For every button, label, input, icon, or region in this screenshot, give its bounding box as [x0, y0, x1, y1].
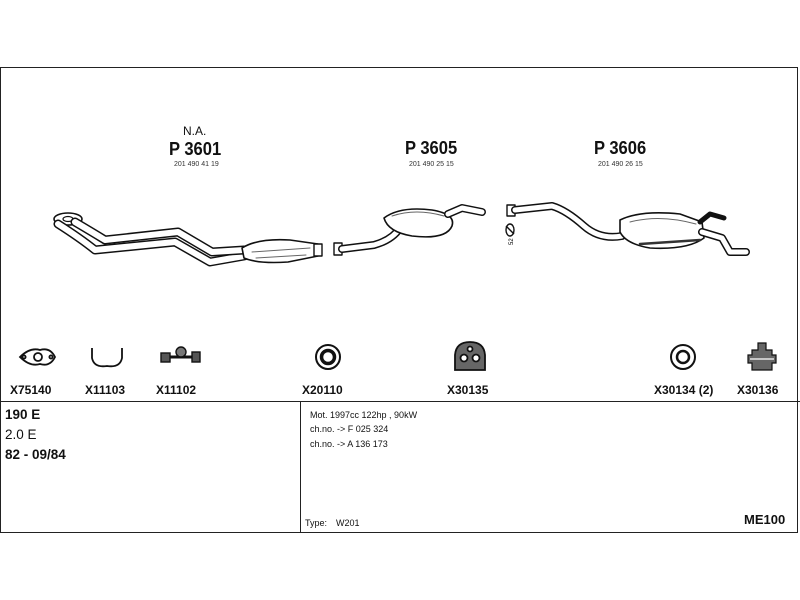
accessory-code-x11103[interactable]: X11103 [85, 383, 126, 397]
chassis-from: ch.no. -> F 025 324 [310, 424, 389, 434]
p3601-name[interactable]: P 3601 [169, 139, 222, 159]
p3606-number: 201 490 26 15 [598, 161, 643, 168]
front-pipe-p3601[interactable] [53, 212, 323, 267]
chassis-to: ch.no. -> A 136 173 [310, 439, 388, 449]
type-value: W201 [336, 518, 360, 528]
u-bolt-icon [91, 348, 123, 368]
p3601-number: 201 490 41 19 [174, 161, 219, 168]
engine-detail: Mot. 1997cc 122hp , 90kW [310, 410, 418, 420]
catalog-code: ME100 [744, 512, 786, 527]
accessory-code-x75140[interactable]: X75140 [10, 383, 52, 397]
rubber-hanger-icon [454, 341, 486, 371]
p3606-name[interactable]: P 3606 [594, 138, 647, 158]
sealing-ring-icon [315, 344, 341, 370]
accessory-code-x11102[interactable]: X11102 [156, 383, 197, 397]
vehicle-years: 82 - 09/84 [5, 447, 66, 462]
info-column-divider [300, 401, 301, 533]
pipe-clamp-icon [505, 223, 515, 237]
accessory-code-x30134[interactable]: X30134 (2) [654, 383, 714, 397]
p3605-name[interactable]: P 3605 [405, 138, 458, 158]
rubber-ring-icon [670, 344, 696, 370]
middle-muffler-p3605[interactable] [333, 204, 486, 256]
bolt-clamp-icon [160, 346, 201, 363]
vehicle-model: 190 E [5, 407, 41, 422]
vehicle-engine: 2.0 E [5, 427, 37, 442]
p3601-note: N.A. [183, 124, 207, 138]
accessory-code-x20110[interactable]: X20110 [302, 383, 343, 397]
accessory-code-x30135[interactable]: X30135 [447, 383, 489, 397]
diagram-frame [0, 67, 798, 533]
flange-gasket-icon [18, 348, 57, 366]
info-divider [0, 401, 800, 402]
rubber-mount-icon [747, 342, 777, 371]
p3605-number: 201 490 25 15 [409, 161, 454, 168]
rear-muffler-p3606[interactable] [506, 202, 750, 256]
accessory-code-x30136[interactable]: X30136 [737, 383, 779, 397]
type-label: Type: [305, 518, 328, 528]
clamp-label: 52 [509, 238, 515, 245]
